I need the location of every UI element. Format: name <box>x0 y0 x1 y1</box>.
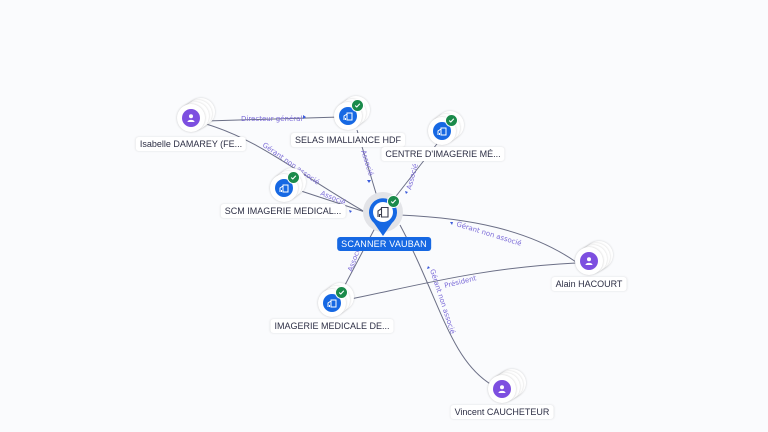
verified-check-icon <box>387 195 400 208</box>
warehouse-icon <box>377 206 389 218</box>
edge-arrow <box>405 191 408 194</box>
edge-arrow <box>349 210 352 213</box>
building-icon <box>275 179 293 197</box>
verified-check-icon <box>287 171 300 184</box>
edge-arrow <box>367 180 371 183</box>
verified-check-icon <box>335 286 348 299</box>
verified-check-icon <box>445 114 458 127</box>
node-label-selas[interactable]: SELAS IMALLIANCE HDF <box>290 133 406 147</box>
person-icon <box>493 380 511 398</box>
verified-check-icon <box>351 99 364 112</box>
edge-isabelle-selas[interactable] <box>205 116 341 122</box>
person-icon <box>182 109 200 127</box>
node-circle <box>488 375 516 403</box>
building-icon <box>323 294 341 312</box>
edge-vincent-center[interactable] <box>399 224 493 386</box>
building-icon <box>433 122 451 140</box>
node-label-imagerie[interactable]: IMAGERIE MEDICALE DE... <box>270 319 394 333</box>
node-label-isabelle[interactable]: Isabelle DAMAREY (FE... <box>135 137 247 151</box>
node-circle <box>177 104 205 132</box>
edge-scm-center[interactable] <box>297 189 366 213</box>
node-label-alain[interactable]: Alain HACOURT <box>551 277 627 291</box>
edge-label: Associé <box>405 163 420 191</box>
edge-alain-imagerie[interactable] <box>345 262 577 301</box>
node-label-vincent[interactable]: Vincent CAUCHETEUR <box>450 405 554 419</box>
person-icon <box>580 252 598 270</box>
building-icon <box>339 107 357 125</box>
edge-alain-center[interactable] <box>399 214 577 263</box>
edge-label: Associé <box>359 149 375 177</box>
edge-isabelle-center[interactable] <box>205 123 366 213</box>
edge-arrow <box>427 266 430 269</box>
center-node-label[interactable]: SCANNER VAUBAN <box>337 237 431 251</box>
node-label-centre[interactable]: CENTRE D'IMAGERIE MÉ... <box>381 147 505 161</box>
center-node[interactable] <box>367 195 400 242</box>
edge-label: Directeur général <box>241 115 302 123</box>
node-circle <box>575 247 603 275</box>
edge-arrow <box>303 115 306 119</box>
edge-label: Gérant non associé <box>455 220 522 247</box>
edge-arrow <box>450 222 453 225</box>
node-label-scm[interactable]: SCM IMAGERIE MEDICAL... <box>220 204 346 218</box>
